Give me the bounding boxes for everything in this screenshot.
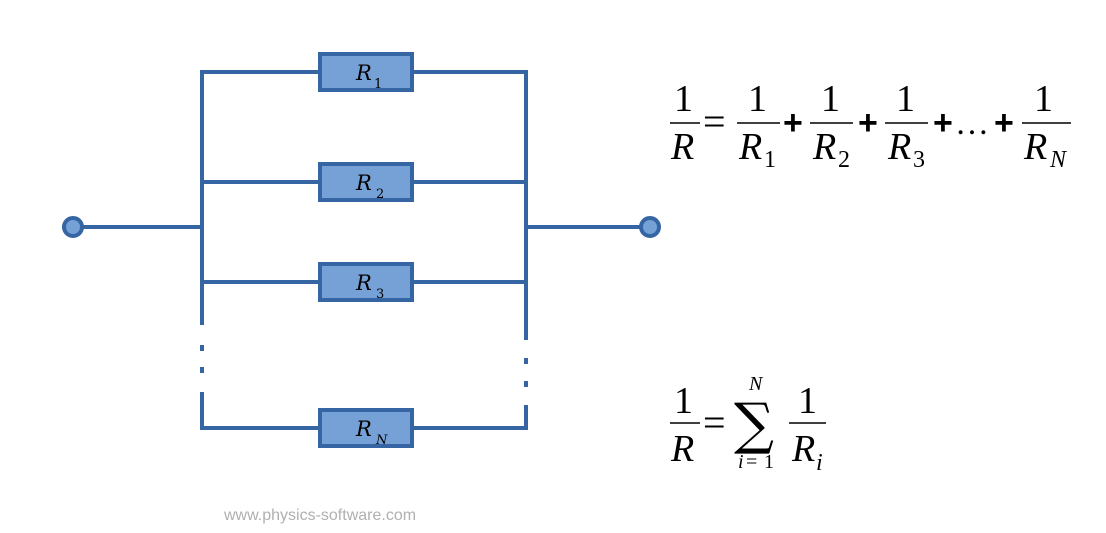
resistor-r3	[318, 262, 414, 302]
termN-numerator: 1	[1034, 78, 1053, 120]
resistor-sub-r2: 2	[376, 187, 384, 202]
resistor-r1	[318, 52, 414, 92]
watermark: www.physics-software.com	[223, 507, 416, 524]
termN-denominator: R	[1023, 126, 1047, 168]
term-subscript: i	[816, 450, 823, 476]
resistor-sub-rn: N	[375, 433, 388, 448]
sum-lower-var: i	[738, 451, 744, 473]
equals-sign: =	[703, 400, 726, 445]
sum-lower-eq: =	[746, 451, 757, 473]
circuit-diagram: R 1 R 2 R 3 R N	[62, 52, 661, 448]
term1-numerator: 1	[748, 78, 767, 120]
plus-sign: +	[858, 104, 878, 142]
lhs-numerator: 1	[674, 380, 693, 422]
term-numerator: 1	[798, 380, 817, 422]
termN-subscript: N	[1049, 147, 1068, 173]
resistor-label-r1: R	[355, 61, 372, 85]
resistor-sub-r1: 1	[374, 77, 382, 92]
term2-denominator: R	[812, 126, 836, 168]
lhs-denominator: R	[670, 428, 694, 470]
ellipsis: …	[955, 105, 989, 142]
sum-lower-val: 1	[764, 451, 774, 473]
formula-summation: 1 R = N ∑ i = 1 1 R i	[670, 373, 826, 476]
term1-subscript: 1	[764, 147, 776, 173]
right-terminal	[639, 216, 661, 238]
plus-sign: +	[783, 104, 803, 142]
term3-denominator: R	[887, 126, 911, 168]
resistor-label-r2: R	[355, 171, 372, 195]
formula-sum-of-reciprocals: 1 R = 1 R 1 + 1 R 2 + 1 R 3 + … + 1 R N	[670, 78, 1071, 173]
left-terminal	[62, 216, 84, 238]
lhs-numerator: 1	[674, 78, 693, 120]
term3-numerator: 1	[896, 78, 915, 120]
resistor-label-rn: R	[355, 417, 372, 441]
resistor-rn	[318, 408, 414, 448]
term1-denominator: R	[738, 126, 762, 168]
term2-subscript: 2	[838, 147, 850, 173]
term-denominator: R	[791, 428, 815, 470]
equals-sign: =	[703, 99, 726, 144]
lhs-denominator: R	[670, 126, 694, 168]
plus-sign: +	[933, 104, 953, 142]
resistor-label-r3: R	[355, 271, 372, 295]
sum-symbol: ∑	[734, 392, 774, 457]
term2-numerator: 1	[821, 78, 840, 120]
resistor-sub-r3: 3	[376, 287, 384, 302]
sum-upper-limit: N	[748, 373, 764, 395]
resistor-r2	[318, 162, 414, 202]
plus-sign: +	[994, 104, 1014, 142]
term3-subscript: 3	[913, 147, 925, 173]
